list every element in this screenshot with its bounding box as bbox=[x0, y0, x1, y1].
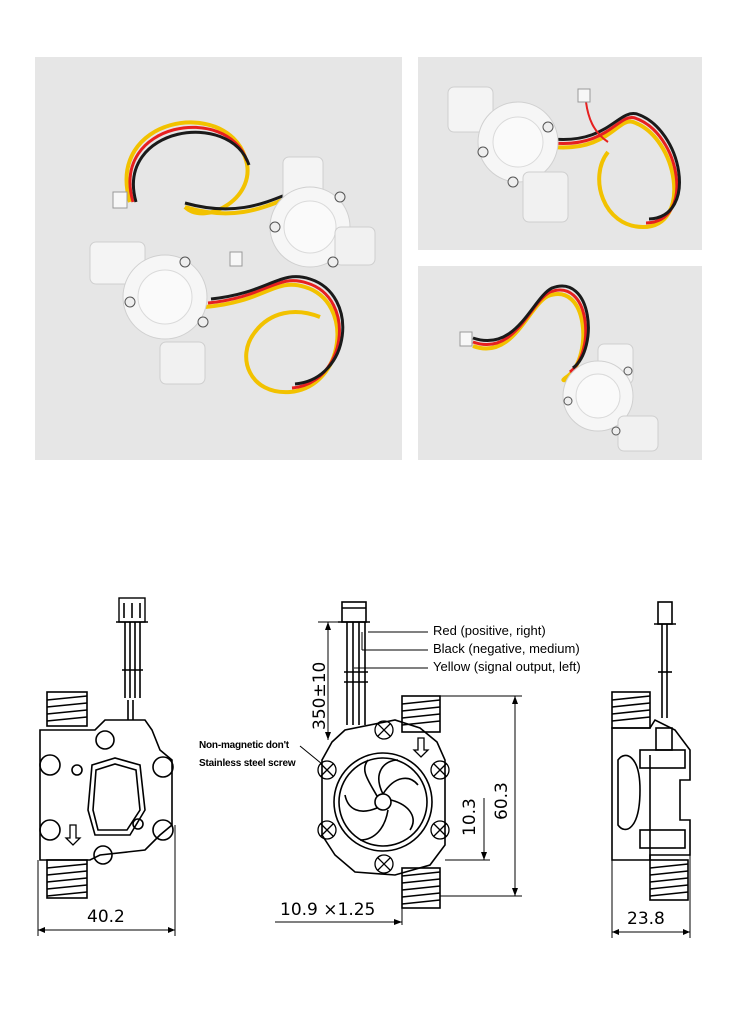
sensor-side-illustration bbox=[447, 86, 681, 230]
photo-sensor-front bbox=[418, 266, 702, 460]
front-view bbox=[275, 601, 522, 925]
red-wire-label: Red (positive, right) bbox=[433, 623, 546, 638]
screw-note: Stainless steel screw bbox=[199, 758, 296, 769]
sensor-front-illustration bbox=[459, 284, 659, 452]
photo-two-sensors bbox=[35, 57, 402, 460]
thread-dimension: 10.9 ×1.25 bbox=[280, 900, 376, 920]
black-wire-label: Black (negative, medium) bbox=[433, 641, 580, 656]
two-sensors-illustration bbox=[89, 120, 376, 395]
sensor-body-upper bbox=[269, 156, 376, 268]
cable-length-dimension: 350±10 bbox=[310, 661, 330, 730]
left-width-dimension: 40.2 bbox=[87, 907, 125, 927]
back-view bbox=[37, 597, 176, 936]
photo-sensor-side bbox=[418, 57, 702, 250]
side-view bbox=[611, 601, 691, 938]
sensor-body-c bbox=[562, 343, 659, 452]
non-magnetic-note: Non-magnetic don't bbox=[199, 740, 289, 751]
sensor-body-b bbox=[447, 86, 569, 223]
height-dimension: 60.3 bbox=[492, 782, 512, 820]
sensor-body-lower bbox=[89, 241, 209, 385]
technical-drawing bbox=[37, 597, 691, 938]
lower-offset-dimension: 10.3 bbox=[460, 798, 480, 836]
side-width-dimension: 23.8 bbox=[627, 909, 665, 929]
yellow-wire-label: Yellow (signal output, left) bbox=[433, 659, 581, 674]
